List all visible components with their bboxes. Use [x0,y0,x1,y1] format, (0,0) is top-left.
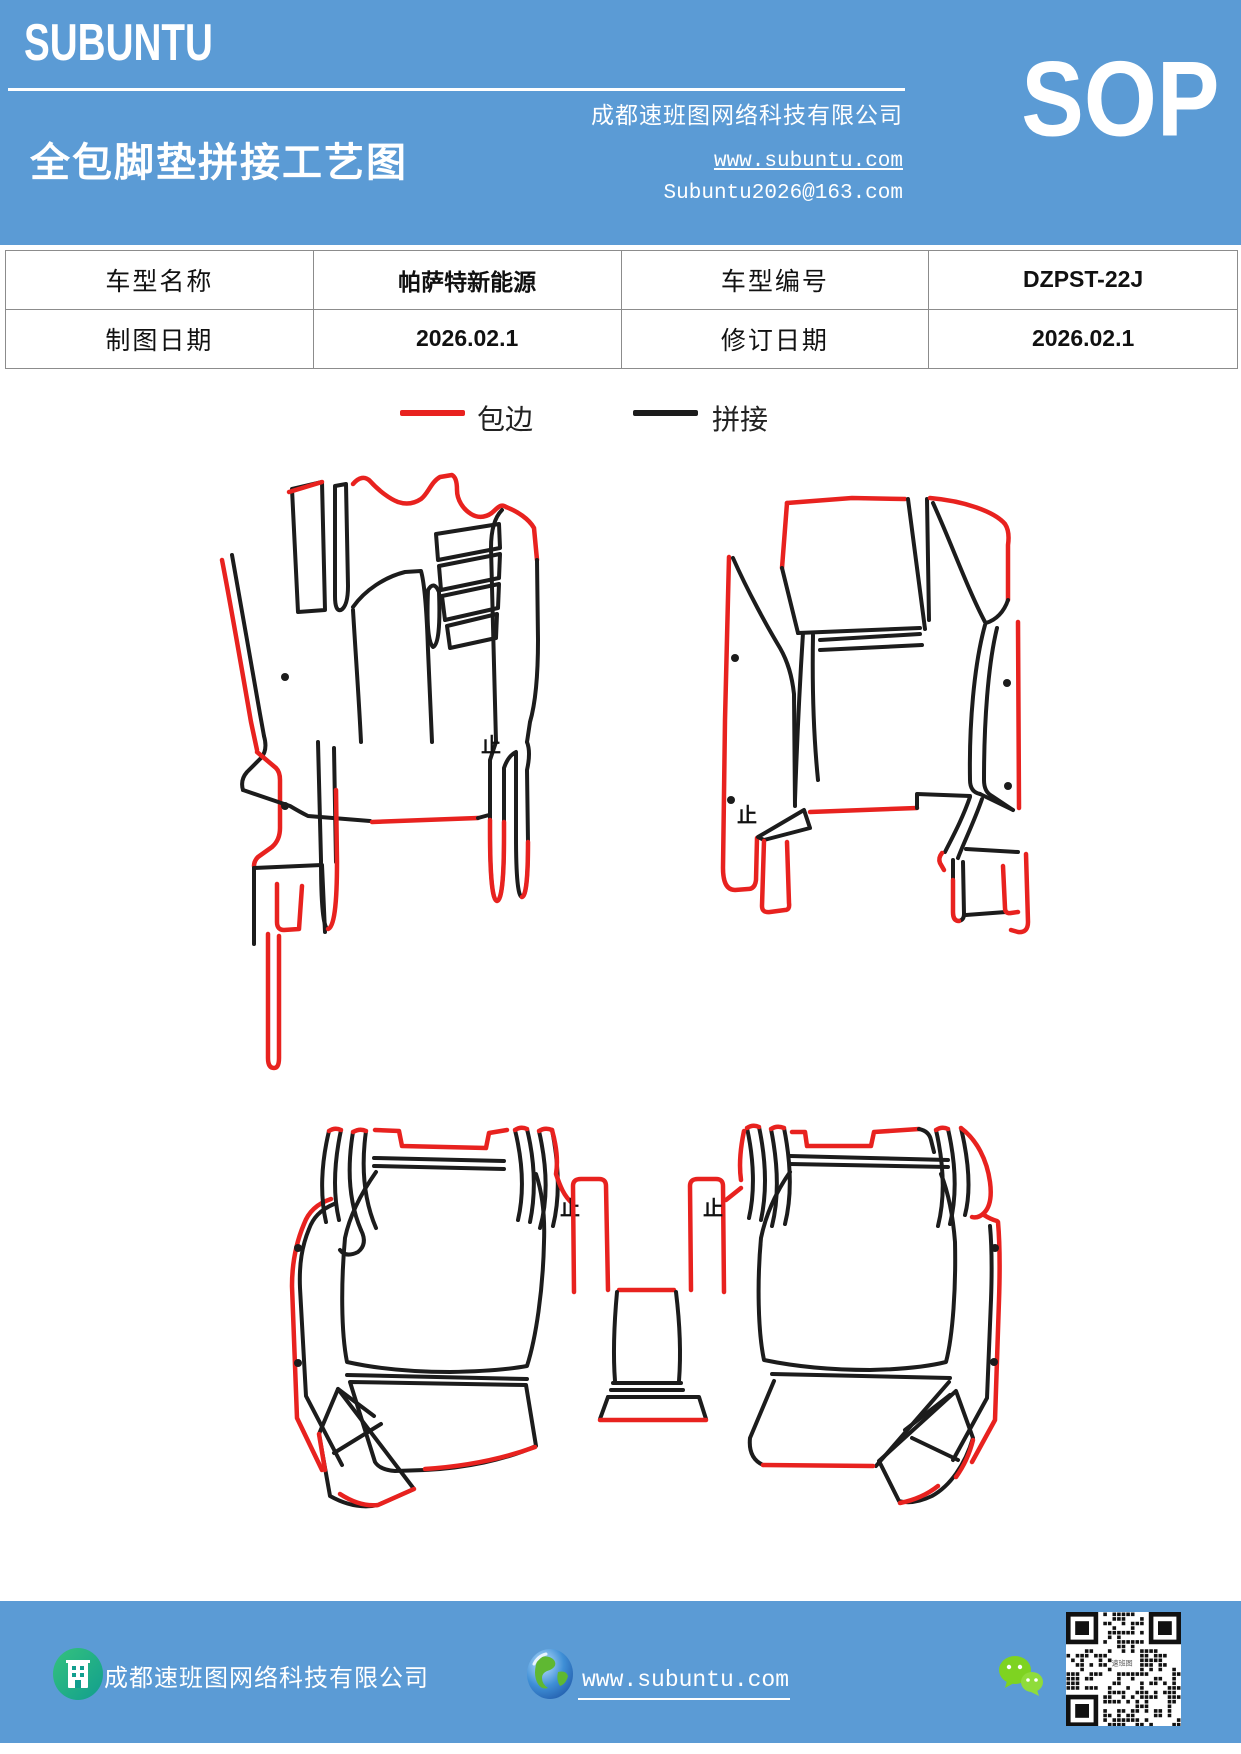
globe-icon [527,1649,573,1699]
stop-mark: 止 [481,734,501,757]
legend: 包边 拼接 [0,398,1241,438]
draw-date-value: 2026.02.1 [314,309,622,368]
brand-logo: SUBUNTU [24,13,213,72]
draw-date-label: 制图日期 [6,309,314,368]
doc-type-label: SOP [1020,39,1219,159]
edge-swatch [400,410,465,416]
front-left-mat: 止 [219,472,540,1071]
header-website-link[interactable]: www.subuntu.com [713,150,903,173]
header: SUBUNTU 成都速班图网络科技有限公司 SOP 全包脚垫拼接工艺图 www.… [0,0,1241,245]
footer-website-underline [578,1698,790,1700]
rear-center-piece: 止 [570,1176,744,1423]
revise-date-value: 2026.02.1 [1031,325,1135,352]
wechat-icon [999,1656,1043,1696]
footer: 成都速班图网络科技有限公司 www.subuntu.com [0,1601,1241,1743]
company-building-icon [53,1648,103,1700]
stop-mark: 止 [703,1197,723,1220]
model-code-label: 车型编号 [621,251,930,310]
svg-text:速班图: 速班图 [1112,1658,1133,1667]
rear-right-mat [737,1123,1002,1506]
header-divider [8,88,905,91]
model-name-value: 帕萨特新能源 [313,251,622,310]
revise-date-label: 修订日期 [622,309,930,368]
rear-left-mat: 止 [289,1125,580,1509]
edge-label: 包边 [477,405,534,436]
page-title: 全包脚垫拼接工艺图 [30,141,408,185]
footer-company-name: 成都速班图网络科技有限公司 [104,1666,429,1692]
front-right-mat: 止 [720,495,1031,935]
footer-website-link[interactable]: www.subuntu.com [582,1667,790,1693]
model-code-value: DZPST-22J [929,251,1237,310]
header-company-name: 成都速班图网络科技有限公司 [591,103,903,128]
model-name-label: 车型名称 [6,251,314,310]
stop-mark: 止 [737,804,757,827]
mat-stitch-diagram: 止 [219,472,1031,1509]
qr-code: 速班图 [1066,1612,1181,1727]
seam-swatch [633,410,698,416]
vehicle-info-table: 车型名称 帕萨特新能源 车型编号 DZPST-22J 制图日期 2026.02.… [5,250,1238,369]
stop-mark: 止 [560,1197,580,1220]
seam-label: 拼接 [712,405,769,436]
header-email[interactable]: Subuntu2026@163.com [663,182,903,205]
